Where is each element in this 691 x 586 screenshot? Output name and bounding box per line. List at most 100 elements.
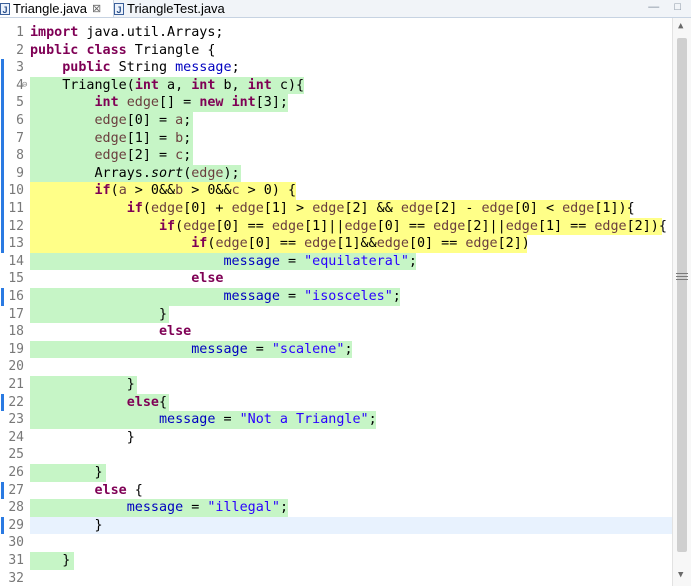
code-line[interactable]: 26 } <box>0 464 672 482</box>
line-number: 27 <box>8 482 24 498</box>
code-line[interactable]: 32 <box>0 570 672 586</box>
code-line[interactable]: 3 public String message; <box>0 59 672 77</box>
editor-window-controls[interactable]: — □ <box>648 1 687 13</box>
line-number: 12 <box>8 218 24 234</box>
code-line[interactable]: 4⊖ Triangle(int a, int b, int c){ <box>0 76 672 95</box>
code-line[interactable]: 24 } <box>0 429 672 447</box>
line-number: 4 <box>16 77 24 93</box>
code-line[interactable]: 19 message = "scalene"; <box>0 340 672 359</box>
code-line[interactable]: 25 <box>0 446 672 464</box>
code-text: else { <box>94 482 143 498</box>
code-line[interactable]: 17 } <box>0 305 672 324</box>
code-line[interactable]: 6 edge[0] = a; <box>0 112 672 130</box>
code-line[interactable]: 14 message = "equilateral"; <box>0 252 672 271</box>
code-text: } <box>30 517 103 533</box>
coverage-highlight <box>30 252 416 271</box>
code-line[interactable]: 15 else <box>0 270 672 288</box>
code-text: public class Triangle { <box>30 42 216 58</box>
line-number: 25 <box>8 447 24 463</box>
scroll-thumb[interactable] <box>677 38 687 552</box>
code-text: message = "scalene"; <box>191 341 353 357</box>
line-number: 23 <box>8 412 24 428</box>
change-marker <box>1 516 4 535</box>
tab-triangletest-java[interactable]: J TriangleTest.java <box>114 0 254 17</box>
code-text: edge[2] = c; <box>94 148 192 164</box>
line-number: 3 <box>16 60 24 76</box>
code-line[interactable]: 18 else <box>0 323 672 341</box>
code-line[interactable]: 9 Arrays.sort(edge); <box>0 164 672 183</box>
java-file-icon: J <box>114 2 124 15</box>
line-number: 8 <box>16 148 24 164</box>
code-text: message = "equilateral"; <box>223 253 417 269</box>
change-ruler <box>0 18 6 586</box>
coverage-highlight <box>30 464 106 482</box>
scroll-grip-icon <box>676 276 688 277</box>
line-number: 10 <box>8 183 24 199</box>
code-text: else{ <box>126 394 168 410</box>
code-line[interactable]: 10 if(a > 0&&b > 0&&c > 0) { <box>0 182 672 200</box>
coverage-highlight <box>30 217 663 236</box>
line-number: 1 <box>16 25 24 40</box>
code-text: else <box>191 271 224 287</box>
line-number: 20 <box>8 359 24 375</box>
line-number: 31 <box>8 553 24 568</box>
code-line[interactable]: 16 message = "isosceles"; <box>0 288 672 306</box>
line-number: 30 <box>8 535 24 551</box>
change-marker <box>1 147 4 165</box>
line-number: 6 <box>16 113 24 128</box>
line-number: 14 <box>8 253 24 269</box>
code-text: message = "Not a Triangle"; <box>159 412 377 428</box>
coverage-highlight <box>30 499 289 517</box>
line-number: 13 <box>8 236 24 252</box>
code-text: } <box>30 553 71 568</box>
coverage-highlight <box>30 235 527 253</box>
scroll-up-icon[interactable]: ▲ <box>678 21 684 31</box>
code-line[interactable]: 7 edge[1] = b; <box>0 129 672 148</box>
coverage-highlight <box>30 129 193 148</box>
code-text: int edge[] = new int[3]; <box>94 95 289 111</box>
line-number: 28 <box>8 500 24 516</box>
line-number: 2 <box>16 42 24 58</box>
vertical-scrollbar[interactable]: ▲ ▼ <box>672 18 691 586</box>
code-text: if(edge[0] == edge[1]&&edge[0] == edge[2… <box>191 236 530 252</box>
change-marker <box>1 393 4 412</box>
code-line[interactable]: 30 <box>0 534 672 552</box>
line-number: 21 <box>8 377 24 392</box>
code-line[interactable]: 23 message = "Not a Triangle"; <box>0 411 672 429</box>
code-text: message = "illegal"; <box>126 500 288 516</box>
code-line[interactable]: 29 } <box>0 516 672 535</box>
code-line[interactable]: 12 if(edge[0] == edge[1]||edge[0] == edg… <box>0 217 672 236</box>
line-number: 32 <box>8 570 24 586</box>
code-line[interactable]: 27 else { <box>0 482 672 500</box>
change-marker <box>1 76 4 95</box>
line-number: 16 <box>8 289 24 304</box>
code-line[interactable]: 5 int edge[] = new int[3]; <box>0 94 672 112</box>
tab-label: Triangle.java <box>13 0 87 16</box>
code-text: if(edge[0] == edge[1]||edge[0] == edge[2… <box>159 218 667 234</box>
coverage-highlight <box>30 411 376 429</box>
code-line[interactable]: 31 } <box>0 552 672 570</box>
code-text: if(edge[0] + edge[1] > edge[2] && edge[2… <box>126 201 635 216</box>
code-text: Arrays.sort(edge); <box>30 165 240 181</box>
fold-toggle-icon[interactable]: ⊖ <box>22 79 28 90</box>
code-line[interactable]: 11 if(edge[0] + edge[1] > edge[2] && edg… <box>0 200 672 218</box>
code-line[interactable]: 21 } <box>0 376 672 394</box>
line-number: 11 <box>8 201 24 216</box>
code-line[interactable]: 8 edge[2] = c; <box>0 147 672 165</box>
code-text: message = "isosceles"; <box>223 289 401 304</box>
coverage-highlight <box>30 182 297 200</box>
code-line[interactable]: 28 message = "illegal"; <box>0 499 672 517</box>
close-tab-icon[interactable]: ⊠ <box>91 2 102 15</box>
code-line[interactable]: 2 public class Triangle { <box>0 42 672 60</box>
coverage-highlight <box>30 305 170 324</box>
code-text: else <box>159 324 192 340</box>
tab-label: TriangleTest.java <box>127 0 225 16</box>
code-line[interactable]: 22 else{ <box>0 393 672 412</box>
change-marker <box>1 288 4 306</box>
scroll-down-icon[interactable]: ▼ <box>678 570 684 580</box>
tab-triangle-java[interactable]: J Triangle.java ⊠ <box>0 0 114 17</box>
code-line[interactable]: 20 <box>0 358 672 376</box>
code-line[interactable]: 13 if(edge[0] == edge[1]&&edge[0] == edg… <box>0 235 672 253</box>
